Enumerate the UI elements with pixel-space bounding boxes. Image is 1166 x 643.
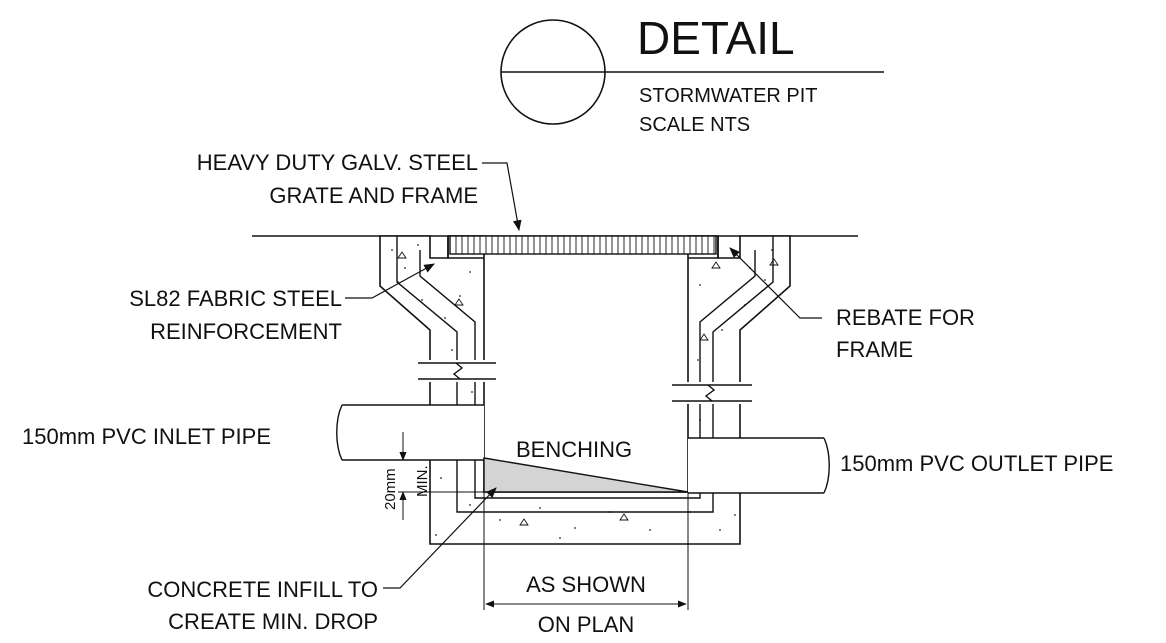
label-rebate-2: FRAME [836, 337, 913, 362]
leader-reinforcement [345, 263, 435, 299]
reinforcement-left-inner [419, 250, 756, 499]
title-text: DETAIL [637, 12, 795, 64]
leader-infill [383, 487, 497, 589]
outlet-pipe [688, 437, 830, 494]
title-block: DETAIL STORMWATER PIT SCALE NTS [500, 12, 884, 136]
rebate-right [688, 236, 719, 259]
dimension-value: 20mm [382, 468, 399, 510]
break-line-right [672, 382, 752, 404]
label-plan-2: ON PLAN [538, 612, 635, 637]
label-outlet-pipe: 150mm PVC OUTLET PIPE [840, 451, 1113, 476]
inlet-pipe [336, 404, 484, 461]
label-inlet-pipe: 150mm PVC INLET PIPE [22, 424, 271, 449]
label-grate-2: GRATE AND FRAME [269, 183, 478, 208]
leader-rebate [729, 247, 822, 319]
label-infill-2: CREATE MIN. DROP [168, 609, 378, 634]
reinforcement-left [396, 236, 774, 513]
title-subtitle: STORMWATER PIT [639, 85, 818, 107]
steel-grate [449, 235, 717, 255]
label-plan-1: AS SHOWN [526, 572, 646, 597]
grate-bars [455, 236, 715, 254]
label-reinforcement-1: SL82 FABRIC STEEL [129, 286, 342, 311]
plan-dimension [483, 492, 689, 610]
label-benching: BENCHING [516, 437, 632, 462]
rebate-left [447, 236, 484, 259]
min-drop-dimension: 20mm MIN. [382, 432, 484, 520]
label-rebate-1: REBATE FOR [836, 305, 975, 330]
label-grate-1: HEAVY DUTY GALV. STEEL [197, 150, 478, 175]
benching-wedge [483, 457, 689, 493]
break-line-left [418, 360, 496, 382]
dimension-note: MIN. [414, 465, 431, 497]
label-infill-1: CONCRETE INFILL TO [147, 577, 378, 602]
title-scale: SCALE NTS [639, 114, 750, 136]
label-reinforcement-2: REINFORCEMENT [150, 319, 342, 344]
leader-grate [482, 162, 522, 232]
